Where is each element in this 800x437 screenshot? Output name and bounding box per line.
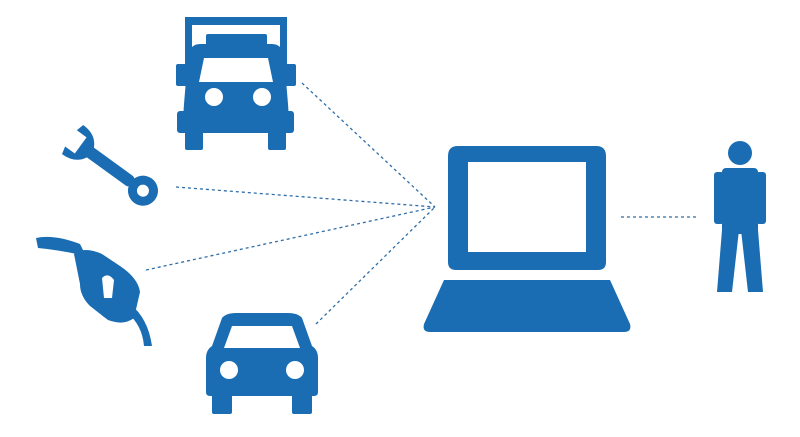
car-icon	[206, 313, 318, 414]
truck-icon	[176, 17, 296, 150]
connector-truck-laptop	[301, 82, 436, 208]
connectors	[145, 82, 697, 325]
connector-car-laptop	[315, 206, 436, 325]
laptop-icon	[423, 146, 631, 332]
connector-fuel-pump-laptop	[145, 206, 436, 271]
person-icon	[714, 141, 766, 292]
connector-wrench-laptop	[175, 186, 436, 208]
fuel-pump-icon	[36, 236, 152, 346]
wrench-icon	[62, 124, 158, 206]
fuel-pump-detail	[102, 275, 114, 298]
